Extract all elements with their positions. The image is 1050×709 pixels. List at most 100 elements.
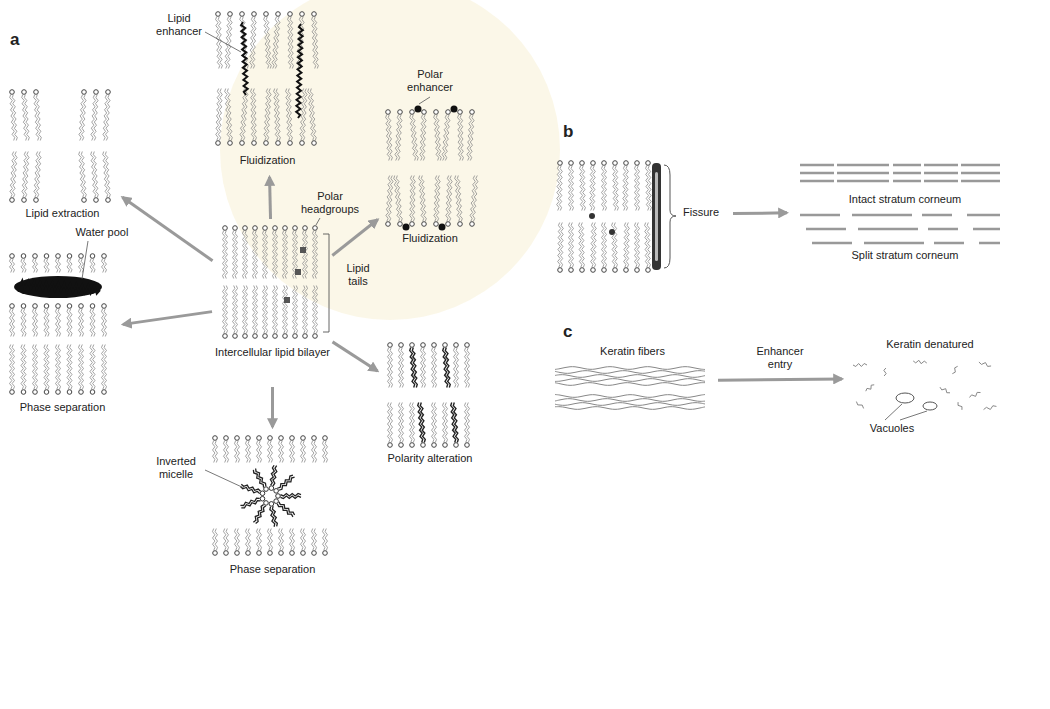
polar-headgroup [410,443,415,448]
lipid-tail [277,504,293,517]
polar-headgroup [224,436,229,441]
lipid-molecule [102,345,107,395]
corneum-layer [800,164,1000,167]
lipid-tail [410,176,413,222]
polar-headgroup [10,90,15,95]
polar-headgroup [399,343,404,348]
polar-headgroup [253,226,258,231]
lipid-molecule [569,223,574,273]
polar-headgroup [434,110,439,115]
micelle-lipid [240,484,264,495]
lipid-molecule [446,176,453,227]
lipid-tail [67,345,69,390]
lipid-tail [56,345,58,390]
polar-headgroup [398,222,403,227]
lipid-tail [255,231,257,279]
lipid-tail [389,176,394,222]
lipid-tail [12,259,14,273]
lipid-molecule [465,343,470,388]
lipid-molecule [253,286,258,339]
lipid-molecule [223,286,228,339]
lipid-molecule [268,436,273,463]
polar-headgroup [246,551,251,556]
lipid-tail [226,441,228,463]
lipid-tail [35,309,37,337]
lipid-tail [10,152,15,198]
polar-headgroup [264,501,269,506]
lipid-tail [233,286,235,334]
lipid-tail [265,286,267,334]
lipid-molecule [312,529,317,556]
mechanism-arrow [333,342,378,371]
lipid-tail [70,259,72,273]
polar-headgroup [288,12,293,17]
lipid-molecule [257,529,262,556]
lipid-tail [624,223,627,268]
lipid-tail [623,166,626,211]
lipid-tail [255,286,257,334]
lipid-tail [315,286,317,334]
polar-headgroup [33,254,38,259]
polar-headgroup [613,268,618,273]
polar-headgroup [260,491,265,496]
lipid-molecule [410,176,416,227]
lipid-tail [215,441,217,463]
lipid-molecule [312,12,319,69]
lipid-tail [467,348,469,388]
polar-headgroup [279,551,284,556]
lipid-tail [647,223,650,268]
lipid-molecule [467,110,474,161]
lipid-tail [453,403,458,443]
panel-caption: Polarity alteration [380,452,480,465]
lipid-tail [90,259,92,273]
polar-headgroup [399,443,404,448]
lipid-tail [33,345,35,390]
lipid-tail [58,345,60,390]
lipid-tail [421,348,423,388]
polar-headgroup [252,141,257,146]
polar-headgroup [434,222,439,227]
lipid-molecule [243,226,248,279]
lipid-molecule [102,304,107,337]
denatured-keratin [853,364,867,367]
lipid-molecule [569,161,574,211]
lipid-tail [323,529,325,551]
polar-headgroup [283,334,288,339]
lipid-tail [245,231,247,279]
lipid-molecule [288,12,294,69]
lipid-molecule [580,161,586,211]
lipid-tail [290,441,292,463]
polar-headgroup [301,436,306,441]
lipid-tail [224,529,226,551]
panel-node: Phase separation [5,246,120,420]
lipid-tail [635,166,637,211]
polar-headgroup [580,268,585,273]
lipid-molecule [263,226,268,279]
lipid-tail [399,348,401,388]
lipid-tail [285,231,287,279]
lipid-tail [91,95,96,141]
lipid-molecule [233,226,238,279]
polar-headgroup [106,90,111,95]
lipid-molecule [10,345,15,395]
lipid-tail [279,441,281,463]
lipid-tail [646,166,649,211]
polar-headgroup [228,141,233,146]
lipid-tail [218,89,222,141]
polar-headgroup [613,161,618,166]
lipid-tail [224,441,226,463]
lipid-tail [314,529,316,551]
polar-headgroup [274,499,279,504]
lipid-tail [422,115,426,161]
lipid-tail [253,231,255,279]
water-pool [14,276,102,298]
lipid-molecule [225,89,233,146]
leader-line [82,241,88,279]
lipid-tail [301,441,303,463]
polar-headgroup [257,436,262,441]
lipid-molecule [602,161,607,211]
lipid-tail [81,152,86,198]
polar-headgroup [421,443,426,448]
polar-headgroup [569,161,574,166]
lipid-tail [33,309,35,337]
